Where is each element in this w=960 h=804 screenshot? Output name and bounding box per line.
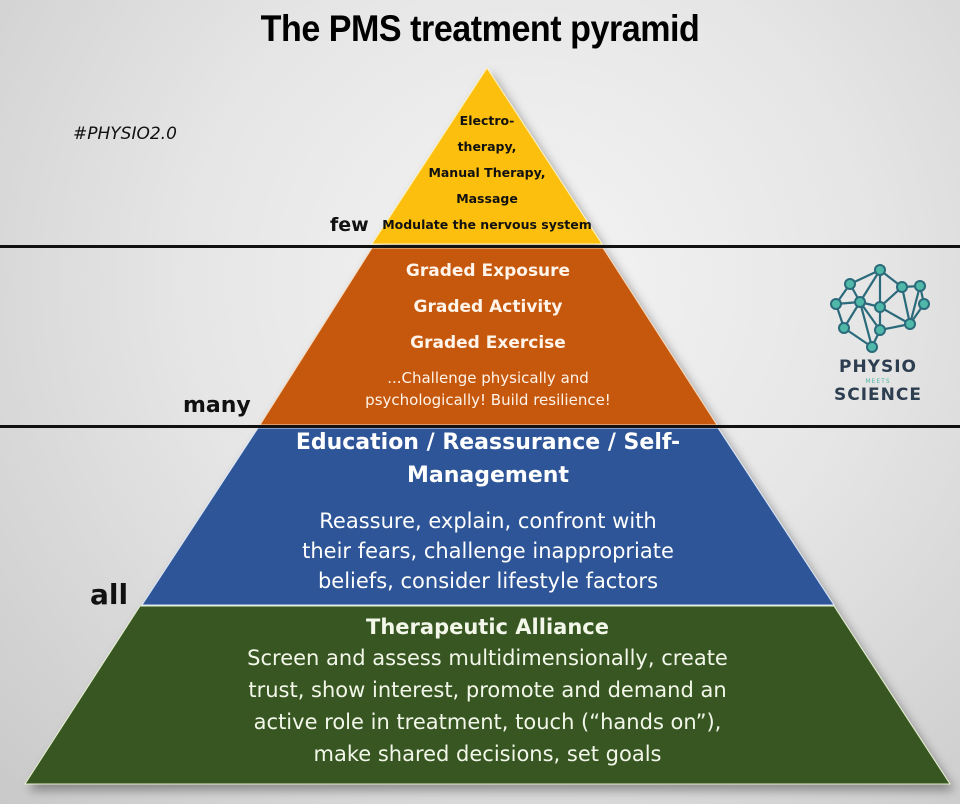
tier-third-body: Reassure, explain, confront with: [319, 509, 657, 533]
tier-top-line: Modulate the nervous system: [382, 217, 592, 232]
tier-second-body: ...Challenge physically and: [387, 369, 589, 387]
logo-text-science: SCIENCE: [834, 385, 922, 405]
brain-network-icon: [830, 264, 930, 353]
tier-second-body: psychologically! Build resilience!: [365, 391, 611, 409]
logo-text-physio: PHYSIO: [838, 357, 918, 377]
hashtag: #PHYSIO2.0: [73, 124, 177, 144]
tier-base-body: trust, show interest, promote and demand…: [248, 678, 727, 702]
tier-base-body: Screen and assess multidimensionally, cr…: [247, 646, 728, 670]
level-label-few: few: [330, 214, 369, 236]
tier-base-body: make shared decisions, set goals: [313, 742, 662, 766]
divider-few: [0, 245, 960, 248]
tier-top-yellow: [371, 67, 603, 245]
level-label-many: many: [183, 393, 251, 418]
logo-text-meets: MEETS: [865, 378, 891, 385]
tier-third-heading: Management: [407, 463, 569, 488]
tier-base-body: active role in treatment, touch (“hands …: [253, 710, 722, 734]
tier-second-heading: Graded Exercise: [410, 333, 566, 353]
tier-top-line: Manual Therapy,: [428, 165, 546, 180]
tier-top-text: Electro- therapy, Manual Therapy, Massag…: [372, 108, 602, 238]
tier-top-line: Electro-: [459, 113, 515, 128]
tier-base-green: [24, 605, 951, 785]
tier-top-line: Massage: [456, 191, 518, 206]
tier-top-line: therapy,: [457, 139, 517, 154]
physio-meets-science-logo: PHYSIO MEETS SCIENCE: [822, 262, 942, 412]
tier-second-heading: Graded Exposure: [405, 261, 571, 281]
tier-third-body: beliefs, consider lifestyle factors: [317, 569, 659, 593]
tier-third-body: their fears, challenge inappropriate: [302, 539, 674, 563]
divider-many: [0, 425, 960, 428]
level-label-all: all: [90, 578, 129, 611]
tier-third-blue: [141, 427, 835, 606]
tier-base-text: Therapeutic Alliance Screen and assess m…: [25, 612, 950, 770]
tier-second-heading: Graded Activity: [413, 297, 563, 317]
tier-third-heading: Education / Reassurance / Self-: [295, 430, 681, 455]
tier-third-text: Education / Reassurance / Self- Manageme…: [142, 426, 834, 596]
page-title: The PMS treatment pyramid: [260, 8, 700, 49]
tier-base-heading: Therapeutic Alliance: [366, 615, 609, 639]
tier-second-text: Graded Exposure Graded Activity Graded E…: [260, 253, 716, 411]
